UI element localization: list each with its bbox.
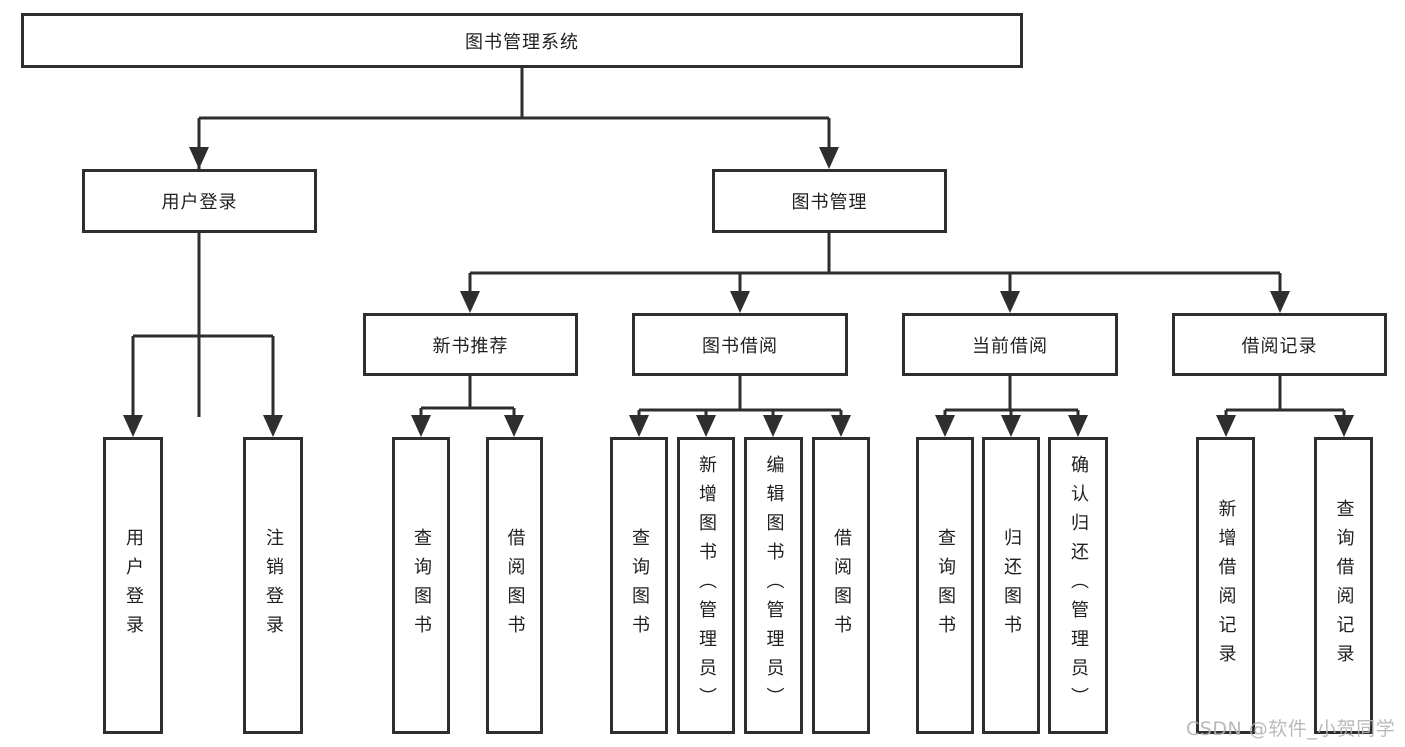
connector-root-to-level2 (189, 68, 839, 417)
node-book-borrowing: 图书借阅 (632, 313, 848, 376)
leaf-records-add-record-label: 新增借阅记录 (1215, 498, 1237, 673)
connector-book-borrowing-to-leaves (629, 376, 851, 437)
leaf-user-login: 用户登录 (103, 437, 163, 734)
leaf-records-add-record: 新增借阅记录 (1196, 437, 1255, 734)
leaf-borrowing-edit-books-label: 编辑图书（管理员） (763, 455, 785, 716)
node-book-management: 图书管理 (712, 169, 947, 233)
leaf-recommend-borrow-books-label: 借阅图书 (504, 527, 526, 644)
node-new-book-recommend-label: 新书推荐 (432, 335, 509, 357)
leaf-recommend-borrow-books: 借阅图书 (486, 437, 543, 734)
connector-new-book-recommend-to-leaves (411, 376, 524, 437)
leaf-current-confirm-return: 确认归还（管理员） (1048, 437, 1108, 734)
node-book-management-label: 图书管理 (791, 192, 868, 213)
leaf-records-query-record-label: 查询借阅记录 (1333, 498, 1355, 673)
leaf-borrowing-borrow-books-label: 借阅图书 (831, 527, 852, 644)
watermark: CSDN @软件_小贺同学 (1186, 718, 1396, 740)
leaf-borrowing-borrow-books: 借阅图书 (812, 437, 870, 734)
leaf-recommend-query-books-label: 查询图书 (411, 527, 432, 644)
leaf-logout: 注销登录 (243, 437, 303, 734)
leaf-borrowing-edit-books: 编辑图书（管理员） (744, 437, 803, 734)
connector-user-login-to-leaves (123, 233, 283, 437)
leaf-current-query-books: 查询图书 (916, 437, 974, 734)
leaf-recommend-query-books: 查询图书 (392, 437, 450, 734)
node-current-borrowing-label: 当前借阅 (972, 335, 1048, 357)
leaf-borrowing-add-books: 新增图书（管理员） (677, 437, 735, 734)
leaf-logout-label: 注销登录 (263, 527, 284, 644)
leaf-borrowing-query-books-label: 查询图书 (629, 527, 650, 644)
leaf-borrowing-add-books-label: 新增图书（管理员） (696, 455, 717, 716)
connector-book-management-to-level3 (460, 233, 1290, 313)
connector-current-borrowing-to-leaves (935, 376, 1088, 437)
leaf-borrowing-query-books: 查询图书 (610, 437, 668, 734)
node-new-book-recommend: 新书推荐 (363, 313, 578, 376)
node-root-label: 图书管理系统 (465, 31, 579, 53)
node-current-borrowing: 当前借阅 (902, 313, 1118, 376)
node-user-login-label: 用户登录 (161, 192, 238, 213)
leaf-current-return-books-label: 归还图书 (1001, 527, 1022, 644)
node-borrowing-records-label: 借阅记录 (1241, 335, 1318, 357)
node-root: 图书管理系统 (21, 13, 1023, 68)
node-borrowing-records: 借阅记录 (1172, 313, 1387, 376)
node-book-borrowing-label: 图书借阅 (702, 335, 778, 357)
node-user-login: 用户登录 (82, 169, 317, 233)
leaf-records-query-record: 查询借阅记录 (1314, 437, 1373, 734)
leaf-current-return-books: 归还图书 (982, 437, 1040, 734)
leaf-current-query-books-label: 查询图书 (935, 527, 956, 644)
leaf-current-confirm-return-label: 确认归还（管理员） (1068, 455, 1089, 716)
leaf-user-login-label: 用户登录 (123, 527, 144, 644)
connector-borrowing-records-to-leaves (1216, 376, 1354, 437)
